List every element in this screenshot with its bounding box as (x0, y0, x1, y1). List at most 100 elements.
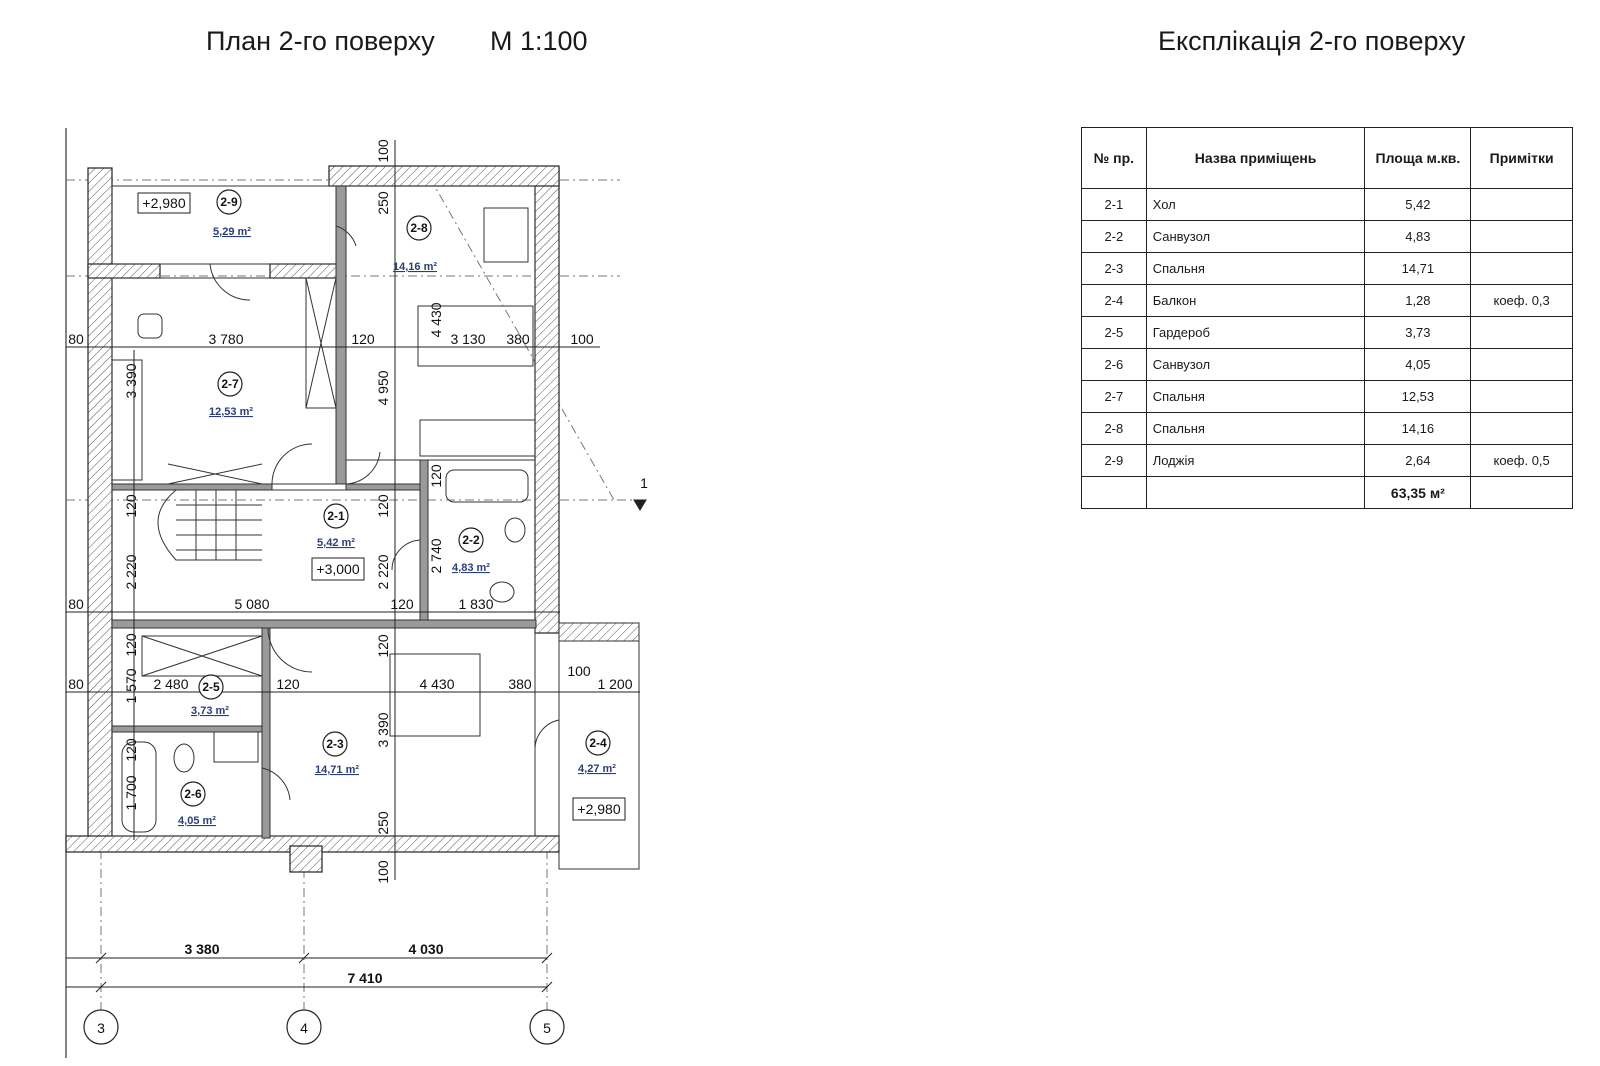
row-number: 2-8 (1081, 412, 1147, 445)
vertical-dimensions: 100 250 4 430 4 950 3 390 120 2 220 120 … (123, 139, 444, 884)
svg-text:2-5: 2-5 (202, 680, 220, 694)
svg-text:5,42 m²: 5,42 m² (317, 537, 355, 549)
room-2-9-tag: 2-9 5,29 m² (213, 189, 251, 238)
svg-text:2-8: 2-8 (410, 221, 428, 235)
row-name: Санвузол (1145, 348, 1366, 381)
room-2-7-tag: 2-7 12,53 m² (209, 371, 253, 418)
row-note (1470, 188, 1573, 221)
table-row: 2-2 Санвузол 4,83 (1081, 220, 1573, 253)
svg-text:3,73 m²: 3,73 m² (191, 705, 229, 717)
svg-text:120: 120 (123, 633, 139, 657)
room-2-3-tag: 2-3 14,71 m² (315, 731, 359, 776)
row-area: 12,53 (1364, 380, 1472, 413)
svg-text:1 570: 1 570 (123, 668, 139, 703)
svg-text:2 480: 2 480 (153, 676, 188, 692)
header-number: № пр. (1081, 127, 1147, 189)
svg-text:120: 120 (276, 676, 300, 692)
total-empty-3 (1470, 476, 1573, 509)
svg-text:+2,980: +2,980 (577, 801, 620, 817)
table-row: 2-5 Гардероб 3,73 (1081, 316, 1573, 349)
row-number: 2-7 (1081, 380, 1147, 413)
svg-text:1 700: 1 700 (123, 775, 139, 810)
svg-text:120: 120 (351, 331, 375, 347)
svg-text:250: 250 (375, 811, 391, 835)
room-2-2-tag: 2-2 4,83 m² (452, 527, 490, 574)
svg-text:4 430: 4 430 (419, 676, 454, 692)
svg-text:3 390: 3 390 (123, 363, 139, 398)
room-outlines (111, 185, 640, 870)
svg-text:2-2: 2-2 (462, 533, 480, 547)
svg-text:4 030: 4 030 (408, 941, 443, 957)
row-name: Балкон (1145, 284, 1366, 317)
svg-text:2 220: 2 220 (375, 554, 391, 589)
table-row: 2-9 Лоджія 2,64 коеф. 0,5 (1081, 444, 1573, 477)
row-note (1470, 412, 1573, 445)
svg-text:2-6: 2-6 (184, 787, 202, 801)
level-mark-hall: +3,000 (311, 557, 365, 581)
svg-text:3 380: 3 380 (184, 941, 219, 957)
svg-text:120: 120 (428, 464, 444, 488)
row-note: коеф. 0,3 (1470, 284, 1573, 317)
table-row: 2-6 Санвузол 4,05 (1081, 348, 1573, 381)
table-header-row: № пр. Назва приміщень Площа м.кв. Приміт… (1081, 127, 1573, 189)
svg-text:14,71 m²: 14,71 m² (315, 764, 359, 776)
axis-bubble-3: 3 (83, 1009, 119, 1045)
room-2-6-tag: 2-6 4,05 m² (178, 781, 216, 827)
dimension-lines (66, 140, 647, 993)
row-area: 14,71 (1364, 252, 1472, 285)
room-2-5-tag: 2-5 3,73 m² (191, 674, 229, 717)
section-mark: 1 (640, 475, 648, 491)
svg-text:80: 80 (68, 596, 84, 612)
svg-text:120: 120 (375, 494, 391, 518)
explication-table: № пр. Назва приміщень Площа м.кв. Приміт… (1081, 127, 1573, 509)
total-area: 63,35 м² (1364, 476, 1472, 509)
svg-text:250: 250 (375, 191, 391, 215)
room-2-1-tag: 2-1 5,42 m² (317, 503, 355, 549)
svg-text:5,29 m²: 5,29 m² (213, 226, 251, 238)
row-name: Спальня (1145, 252, 1366, 285)
explication-title: Експлікація 2-го поверху (1158, 26, 1466, 56)
row-name: Спальня (1145, 412, 1366, 445)
row-note (1470, 220, 1573, 253)
svg-text:4,05 m²: 4,05 m² (178, 815, 216, 827)
table-row: 2-8 Спальня 14,16 (1081, 412, 1573, 445)
table-row: 2-4 Балкон 1,28 коеф. 0,3 (1081, 284, 1573, 317)
svg-text:4,83 m²: 4,83 m² (452, 562, 490, 574)
row-area: 4,83 (1364, 220, 1472, 253)
row-area: 4,05 (1364, 348, 1472, 381)
table-row: 2-1 Хол 5,42 (1081, 188, 1573, 221)
svg-text:1 830: 1 830 (458, 596, 493, 612)
svg-text:2-3: 2-3 (326, 737, 344, 751)
row-number: 2-9 (1081, 444, 1147, 477)
row-area: 14,16 (1364, 412, 1472, 445)
row-note (1470, 252, 1573, 285)
table-total-row: 63,35 м² (1081, 476, 1573, 509)
svg-text:380: 380 (508, 676, 532, 692)
axis-bubble-4: 4 (286, 1009, 322, 1045)
row-note: коеф. 0,5 (1470, 444, 1573, 477)
row-note (1470, 316, 1573, 349)
svg-text:80: 80 (68, 676, 84, 692)
svg-text:120: 120 (123, 738, 139, 762)
table-row: 2-3 Спальня 14,71 (1081, 252, 1573, 285)
svg-text:2-9: 2-9 (220, 195, 238, 209)
total-empty-2 (1145, 476, 1366, 509)
svg-text:120: 120 (375, 634, 391, 658)
floor-plan-drawing: 2-9 5,29 m² 2-8 14,16 m² 2-7 12,53 m² 2-… (65, 128, 648, 1058)
exterior-walls (65, 165, 560, 873)
staircase (157, 489, 262, 561)
row-number: 2-6 (1081, 348, 1147, 381)
row-area: 1,28 (1364, 284, 1472, 317)
svg-text:120: 120 (123, 494, 139, 518)
svg-text:3 390: 3 390 (375, 712, 391, 747)
row-number: 2-1 (1081, 188, 1147, 221)
svg-text:5 080: 5 080 (234, 596, 269, 612)
row-note (1470, 348, 1573, 381)
row-name: Лоджія (1145, 444, 1366, 477)
row-area: 5,42 (1364, 188, 1472, 221)
svg-text:2-4: 2-4 (589, 736, 607, 750)
row-note (1470, 380, 1573, 413)
svg-text:100: 100 (375, 860, 391, 884)
svg-text:4,27 m²: 4,27 m² (578, 763, 616, 775)
row-name: Гардероб (1145, 316, 1366, 349)
